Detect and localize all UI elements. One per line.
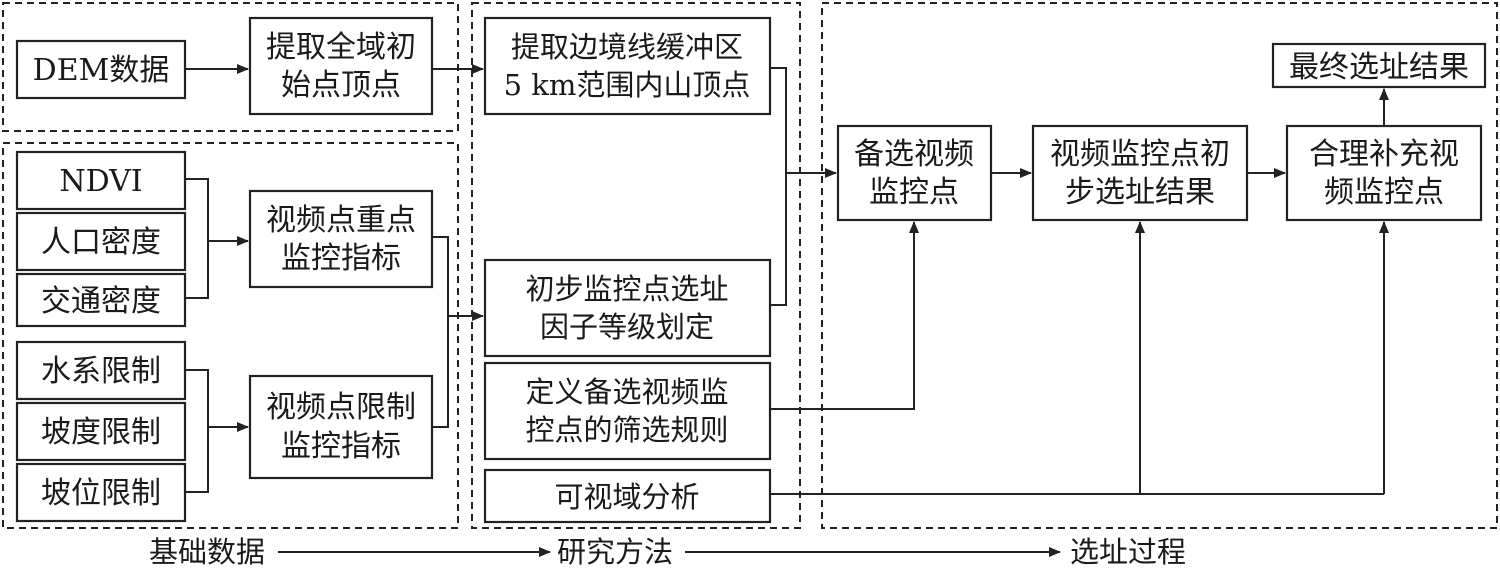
population-density-box [15, 211, 187, 272]
water-limit-box [15, 340, 187, 401]
limit-monitoring-index-line2: 监控指标 [281, 429, 401, 464]
candidate-point-box [836, 124, 993, 222]
slope-position-limit-label: 坡位限制 [41, 476, 161, 511]
region-site-process [821, 2, 1498, 529]
ndvi-label: NDVI [59, 164, 142, 199]
stage-base-data-label: 基础数据 [149, 535, 265, 569]
slope-limit-box [15, 401, 187, 462]
factor-grade-line2: 因子等级划定 [540, 310, 714, 344]
arrow-rule-to-candidate [770, 221, 919, 410]
key-monitoring-index-line1: 视频点重点 [266, 203, 416, 238]
stage-research-method-label: 研究方法 [557, 535, 673, 569]
water-limit-label: 水系限制 [41, 354, 161, 389]
buffer-peaks-line1: 提取边境线缓冲区 [511, 30, 743, 64]
supplement-point-box [1285, 124, 1483, 222]
bracket-method-outputs [770, 67, 787, 306]
ndvi-box [15, 150, 187, 211]
buffer-peaks-line2: 5 km范围内山顶点 [504, 68, 751, 102]
buffer-peaks-box [483, 16, 772, 116]
population-density-label: 人口密度 [41, 225, 161, 260]
key-monitoring-index-box [248, 189, 434, 289]
limit-monitoring-index-box [248, 374, 434, 480]
extract-all-vertices-box [248, 16, 434, 116]
supplement-point-line2: 频监控点 [1324, 175, 1444, 210]
prelim-result-line1: 视频监控点初 [1050, 137, 1230, 172]
region-research-method [471, 2, 801, 529]
bracket-indices [432, 236, 449, 428]
supplement-point-line1: 合理补充视 [1309, 137, 1459, 172]
factor-grade-line1: 初步监控点选址 [525, 272, 728, 306]
region-base-data-top [2, 2, 459, 132]
key-monitoring-index-line2: 监控指标 [281, 241, 401, 276]
prelim-result-line2: 步选址结果 [1065, 175, 1215, 210]
viewshed-box [483, 468, 772, 524]
dem-data-label: DEM数据 [33, 53, 170, 88]
screening-rule-line1: 定义备选视频监 [525, 375, 728, 409]
screening-rule-box [483, 361, 772, 461]
factor-grade-box [483, 258, 772, 358]
final-result-label: 最终选址结果 [1289, 50, 1469, 85]
stage-site-process-label: 选址过程 [1070, 535, 1186, 569]
traffic-density-label: 交通密度 [41, 284, 161, 319]
extract-all-vertices-line1: 提取全域初 [266, 30, 416, 65]
candidate-point-line2: 监控点 [869, 175, 959, 210]
candidate-point-line1: 备选视频 [854, 137, 974, 172]
viewshed-label: 可视域分析 [554, 480, 699, 514]
limit-monitoring-index-line1: 视频点限制 [266, 390, 416, 425]
slope-limit-label: 坡度限制 [41, 415, 161, 450]
traffic-density-box [15, 272, 187, 328]
extract-all-vertices-line2: 始点顶点 [281, 68, 401, 103]
final-result-box [1271, 42, 1487, 89]
bracket-limit-inputs [185, 369, 209, 493]
prelim-result-box [1031, 124, 1249, 222]
bracket-key-inputs [185, 178, 209, 299]
screening-rule-line2: 控点的筛选规则 [525, 413, 728, 447]
